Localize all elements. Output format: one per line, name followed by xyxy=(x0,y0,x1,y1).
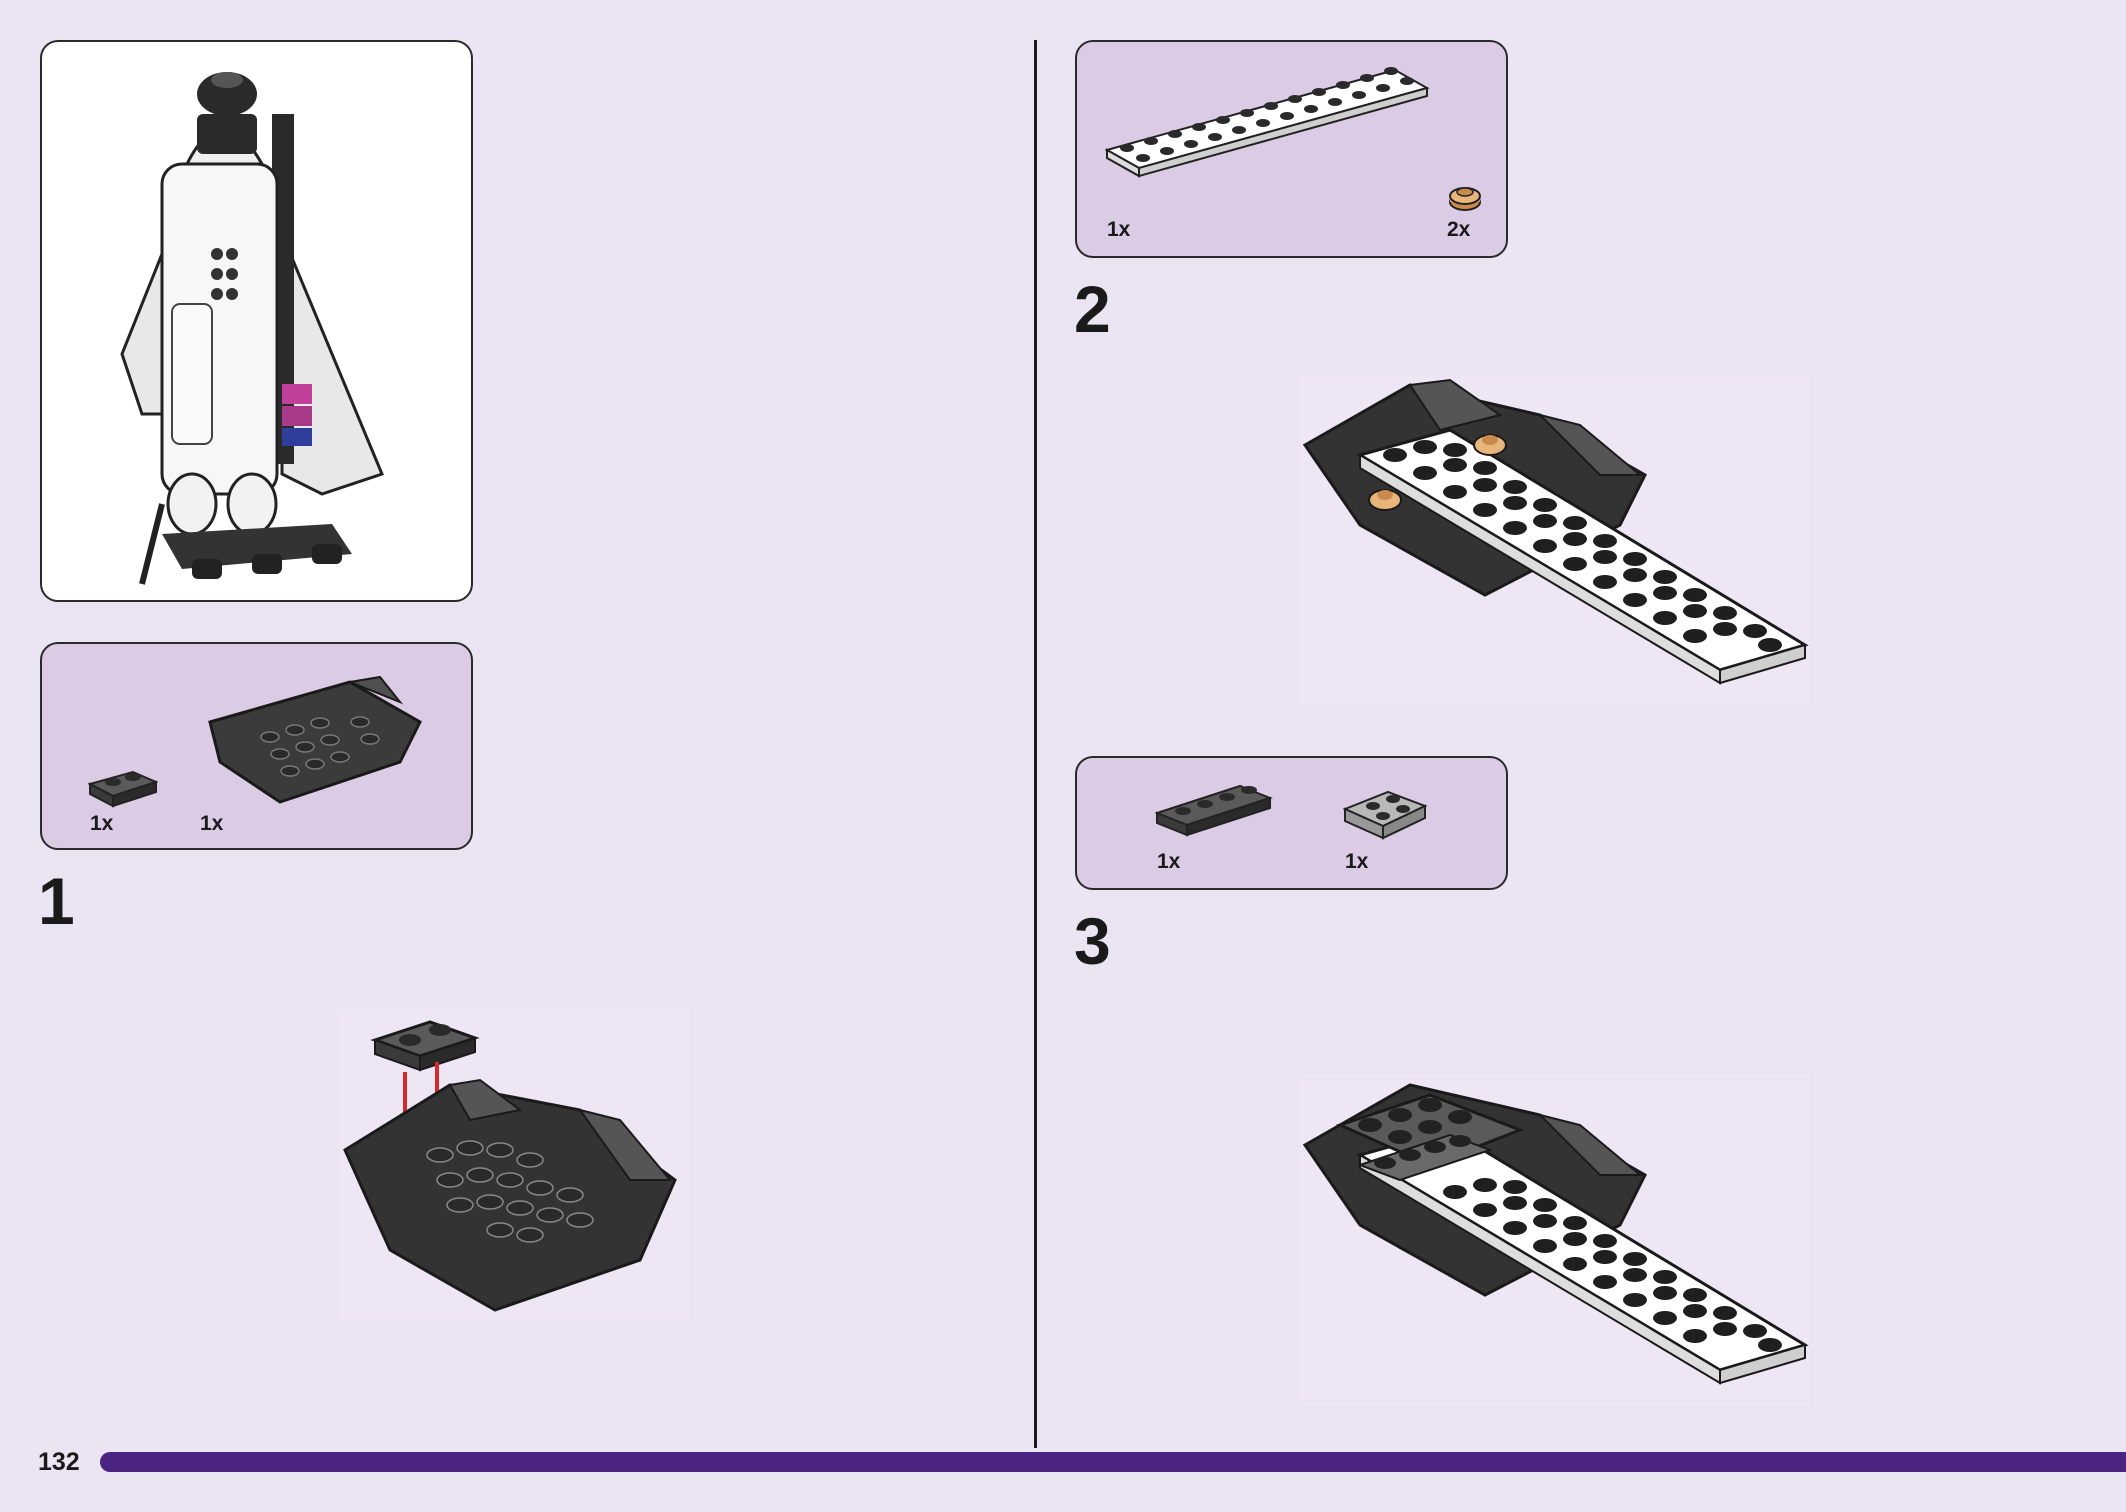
step-1-part-2-qty: 1x xyxy=(200,812,224,835)
step-2-number: 2 xyxy=(1074,272,1111,346)
black-wedge-plate-icon xyxy=(208,675,422,804)
step-1-illustration xyxy=(340,1010,690,1320)
step-1-part-1-qty: 1x xyxy=(90,812,114,835)
dark-grey-plate-1x4-icon xyxy=(1155,784,1273,837)
step-2-part-1-qty: 1x xyxy=(1107,218,1131,241)
space-shuttle-model-icon xyxy=(120,72,385,585)
page-number: 132 xyxy=(38,1448,80,1476)
step-2-part-2-qty: 2x xyxy=(1447,218,1471,241)
step-2-parts-panel: 1x 2x xyxy=(1075,40,1508,258)
page-divider xyxy=(1034,40,1037,1448)
step-1-parts-panel: 1x 1x xyxy=(40,642,473,850)
light-grey-plate-2x2-icon xyxy=(1343,790,1428,840)
step-3-number: 3 xyxy=(1074,904,1111,978)
page-footer-bar xyxy=(100,1452,2126,1472)
model-preview-panel xyxy=(40,40,473,602)
step-1-assembly-icon xyxy=(343,1020,677,1312)
step-3-parts-panel: 1x 1x xyxy=(1075,756,1508,890)
step-2-illustration xyxy=(1300,375,1810,705)
step-3-illustration xyxy=(1300,1075,1810,1405)
step-1-number: 1 xyxy=(38,864,75,938)
tan-round-plate-icon xyxy=(1449,187,1481,211)
step-3-part-1-qty: 1x xyxy=(1157,850,1181,873)
step-2-assembly-icon xyxy=(1302,378,1809,685)
dark-grey-plate-1x2-icon xyxy=(88,770,158,808)
step-3-assembly-icon xyxy=(1302,1083,1809,1385)
white-plate-2x12-icon xyxy=(1105,67,1430,178)
step-3-part-2-qty: 1x xyxy=(1345,850,1369,873)
